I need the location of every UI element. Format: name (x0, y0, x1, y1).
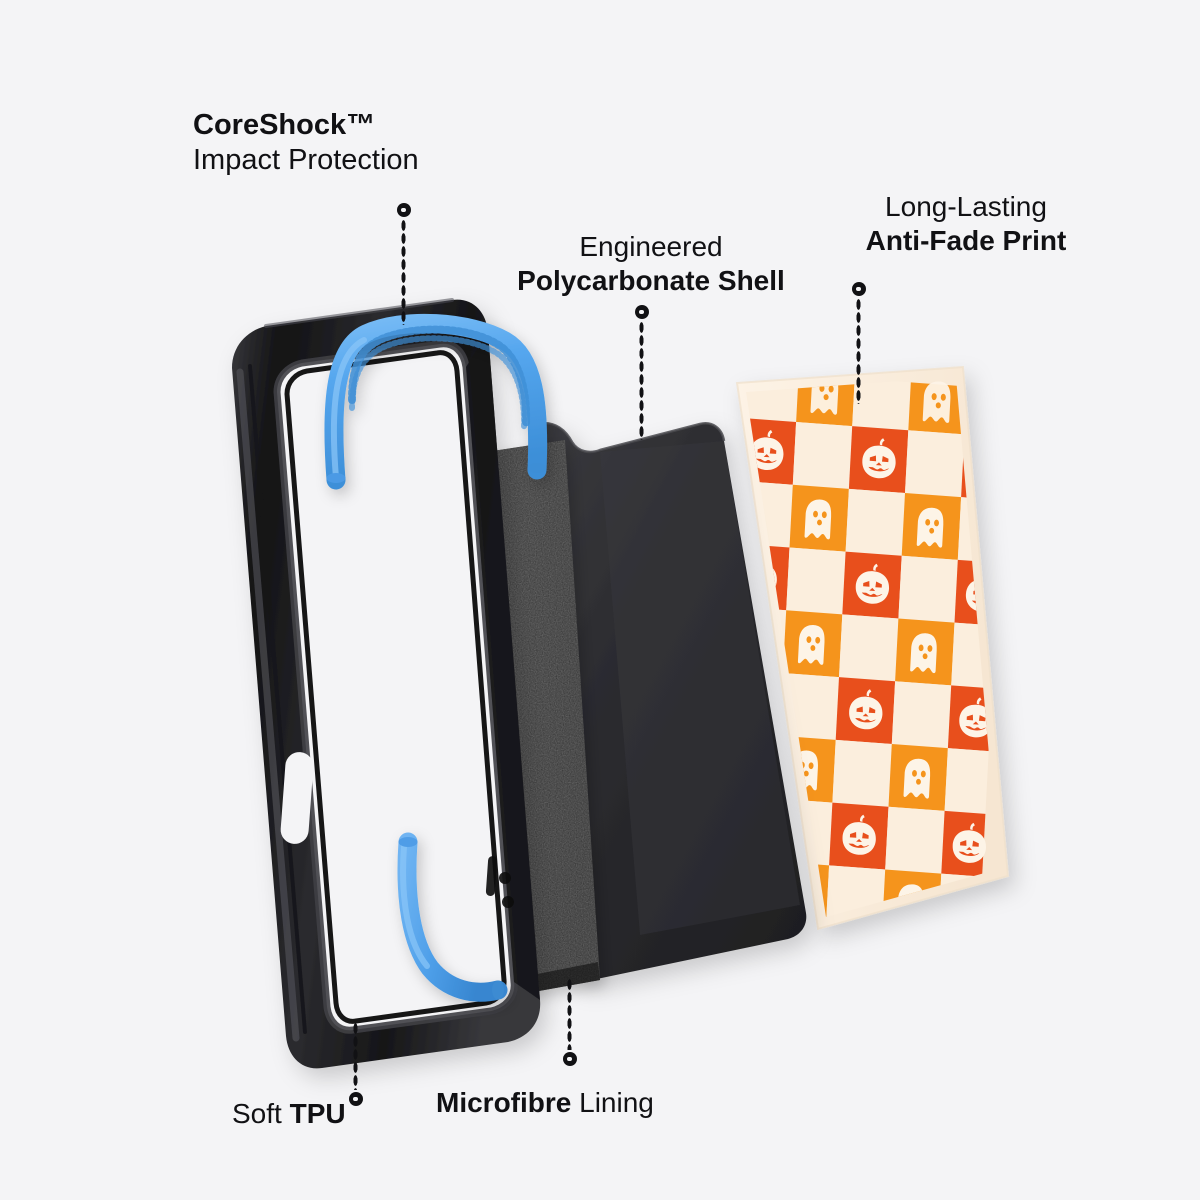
annotation-soft-tpu: Soft TPU (232, 1097, 346, 1131)
frame-port-cutouts (485, 856, 514, 908)
leader-dot-coreshock (396, 203, 411, 217)
leader-line-print (851, 282, 866, 404)
coreshock-strip-top (324, 313, 548, 490)
annotation-microfibre-lining: Microfibre Lining (436, 1086, 654, 1120)
annotation-microfibre-regular: Lining (571, 1087, 654, 1118)
tpu-bumper-frame (232, 298, 541, 1069)
annotation-polycarbonate-line1: Engineered (579, 231, 723, 262)
annotation-polycarbonate-line2: Polycarbonate Shell (517, 265, 785, 297)
annotation-microfibre-bold: Microfibre (436, 1087, 572, 1118)
annotation-tpu-bold: TPU (289, 1098, 346, 1129)
leader-line-tpu (348, 1022, 363, 1106)
leader-line-microfibre (562, 978, 577, 1068)
annotation-print-line1: Long-Lasting (885, 191, 1047, 222)
annotation-coreshock-line1: CoreShock™ (193, 109, 376, 141)
leader-dot-microfibre (562, 1052, 577, 1066)
leader-dot-tpu (348, 1092, 363, 1106)
annotation-tpu-regular: Soft (232, 1098, 290, 1129)
annotation-coreshock-line2: Impact Protection (193, 144, 419, 177)
annotation-print-line2: Anti-Fade Print (865, 225, 1067, 257)
annotation-polycarbonate: Engineered Polycarbonate Shell (489, 230, 813, 298)
annotation-coreshock: CoreShock™ Impact Protection (193, 108, 419, 179)
leader-dot-polycarbonate (634, 305, 649, 319)
frame-button-cutout (280, 752, 314, 844)
leader-line-polycarbonate (634, 305, 649, 440)
leader-dot-print (851, 282, 866, 296)
leader-line-coreshock (396, 203, 411, 325)
coreshock-strip-bottom (397, 832, 508, 1002)
annotation-anti-fade-print: Long-Lasting Anti-Fade Print (836, 190, 1096, 258)
